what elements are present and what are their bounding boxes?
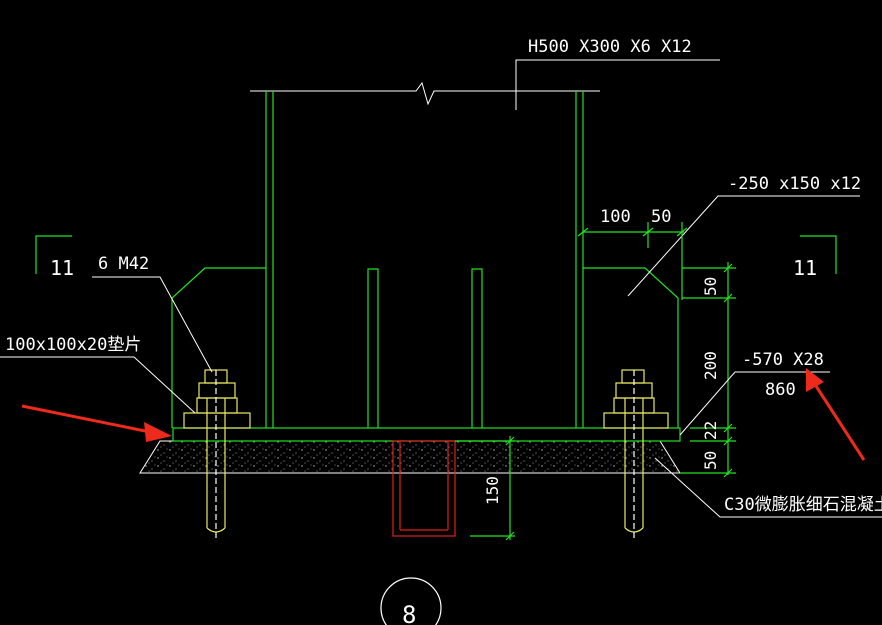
shear-key-dimension (455, 436, 515, 541)
base-plate-label: -570 X28 (742, 350, 824, 370)
vertical-dimension (680, 262, 736, 478)
red-arrow-right (806, 368, 866, 461)
column-section-leader (515, 59, 720, 110)
right-anchor-bolt (613, 369, 655, 540)
dim-50-top: 50 (701, 277, 720, 296)
dim-150: 150 (483, 476, 502, 505)
section-mark-right-bracket (800, 235, 837, 274)
dim-22: 22 (701, 421, 720, 440)
horizontal-dimension (577, 222, 688, 300)
detail-circle (380, 577, 442, 625)
washer-plate-label: 100x100x20垫片 (5, 335, 141, 355)
section-mark-left-bracket (35, 235, 72, 274)
grout-leader (654, 457, 882, 518)
stiffener-plate-label: -250 x150 x12 (728, 174, 861, 194)
column-section-label: H500 X300 X6 X12 (528, 37, 692, 57)
dim-50-h: 50 (651, 207, 671, 227)
h-column (265, 91, 584, 428)
grout-layer (139, 440, 681, 474)
left-washer-plate (183, 412, 251, 429)
right-washer-plate (603, 412, 669, 429)
red-arrow-left (21, 404, 172, 442)
stiffener-leader (627, 195, 860, 297)
anchor-bolts-leader (92, 276, 213, 373)
base-plate-leader (679, 371, 830, 436)
section-mark-left: 11 (50, 256, 74, 280)
base-plate-length: 860 (765, 380, 796, 400)
left-stiffener (171, 267, 266, 428)
left-anchor-bolt (196, 369, 238, 540)
right-stiffener (583, 267, 679, 428)
grout-label: C30微膨胀细石混凝土 (724, 495, 882, 515)
section-mark-right: 11 (793, 256, 817, 280)
detail-number: 8 (402, 601, 416, 625)
dim-50-bottom: 50 (701, 451, 720, 470)
washer-leader (0, 356, 196, 414)
dim-200: 200 (701, 351, 720, 380)
shear-key (392, 440, 456, 537)
column-break-line (250, 81, 600, 106)
dim-100: 100 (600, 207, 631, 227)
anchor-bolts-label: 6 M42 (98, 254, 149, 274)
base-plate (172, 427, 681, 442)
